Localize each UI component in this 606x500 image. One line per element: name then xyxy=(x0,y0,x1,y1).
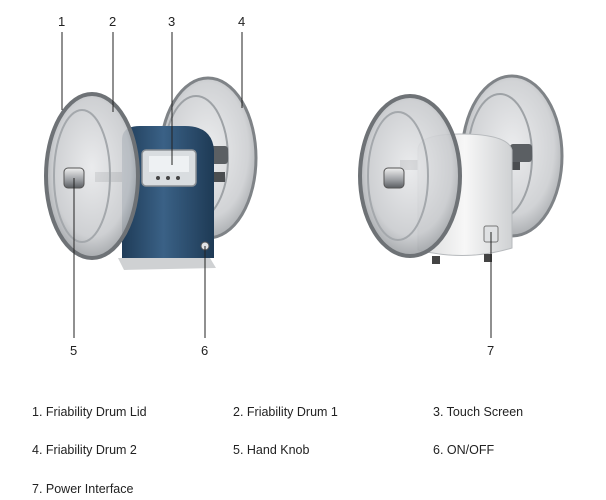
legend-item-touch-screen: 3. Touch Screen xyxy=(433,405,524,419)
callout-7: 7 xyxy=(487,343,494,358)
callout-1: 1 xyxy=(58,14,65,29)
callout-3: 3 xyxy=(168,14,175,29)
legend-item-drum-1: 2. Friability Drum 1 xyxy=(233,405,338,419)
front-device xyxy=(44,76,258,270)
rear-device xyxy=(358,74,564,264)
callout-6: 6 xyxy=(201,343,208,358)
rear-drum-front xyxy=(358,94,462,258)
legend-item-power-interface: 7. Power Interface xyxy=(32,482,134,496)
callout-5: 5 xyxy=(70,343,77,358)
legend-item-drum-lid: 1. Friability Drum Lid xyxy=(32,405,147,419)
leader-lines xyxy=(61,32,492,338)
friability-drum-1 xyxy=(44,92,140,260)
legend-item-drum-2: 4. Friability Drum 2 xyxy=(32,443,137,457)
parts-legend: 1. Friability Drum Lid 2. Friability Dru… xyxy=(0,380,606,500)
legend-item-hand-knob: 5. Hand Knob xyxy=(233,443,310,457)
device-illustration: 1 2 3 4 5 6 7 xyxy=(44,14,564,358)
legend-item-on-off: 6. ON/OFF xyxy=(433,443,495,457)
touch-screen xyxy=(141,149,197,187)
callout-2: 2 xyxy=(109,14,116,29)
front-base xyxy=(118,258,216,270)
callout-4: 4 xyxy=(238,14,245,29)
